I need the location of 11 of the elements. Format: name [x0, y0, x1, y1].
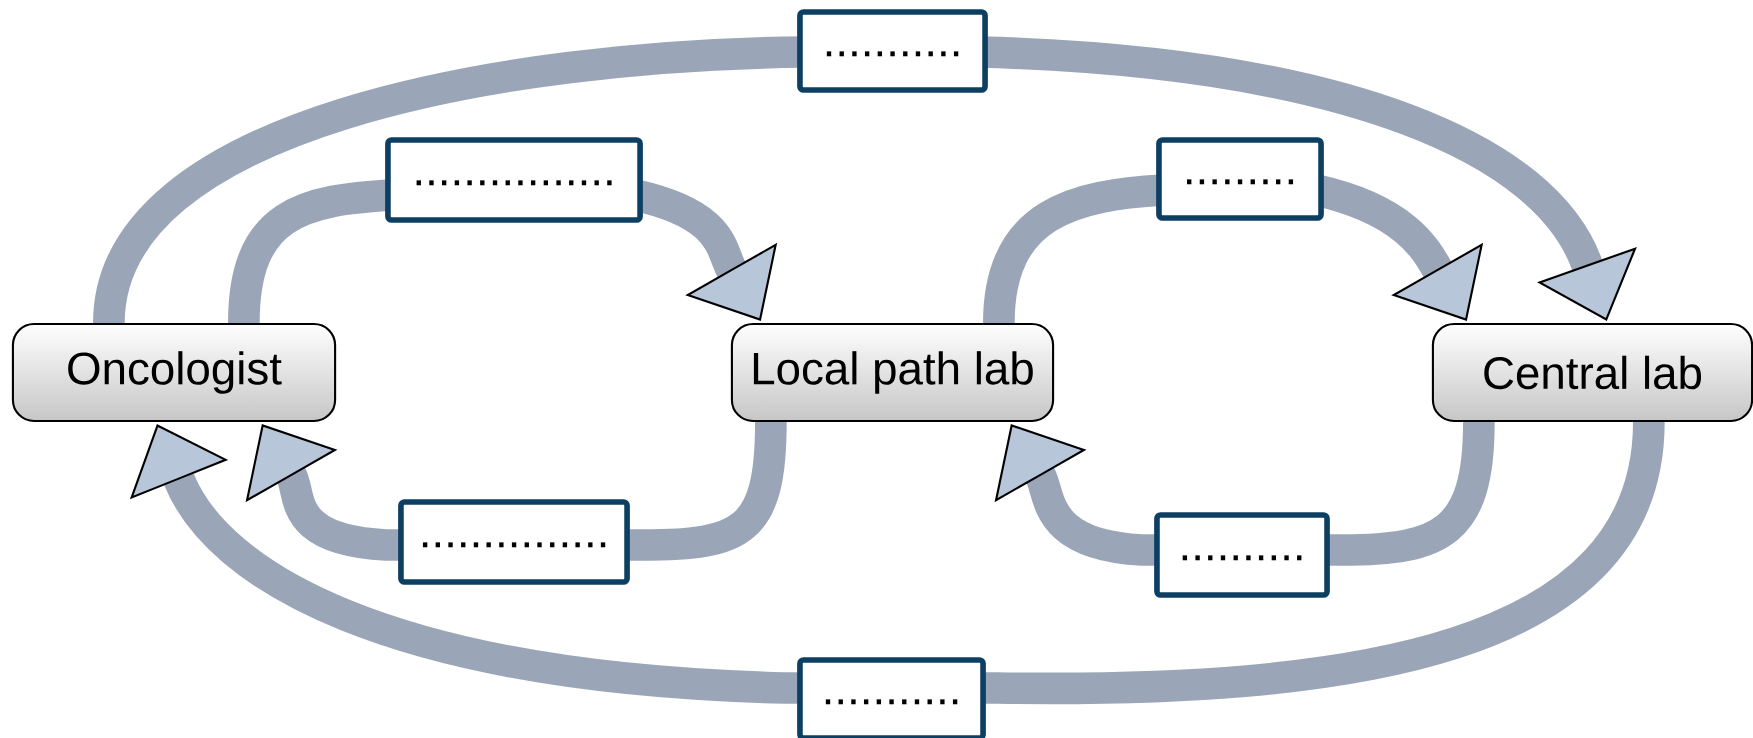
label-box: .......... [1154, 512, 1330, 598]
curved-arrow [129, 420, 1665, 704]
process-box: Central lab [1431, 322, 1753, 423]
process-box: Oncologist [11, 322, 337, 423]
label-box: ......... [1156, 137, 1324, 221]
curved-arrow [93, 36, 1637, 326]
label-box: ............... [398, 499, 630, 585]
label-box: ........... [797, 657, 986, 738]
label-box: ........... [797, 9, 988, 93]
process-box: Local path lab [730, 322, 1055, 423]
label-box: ................ [385, 137, 643, 223]
